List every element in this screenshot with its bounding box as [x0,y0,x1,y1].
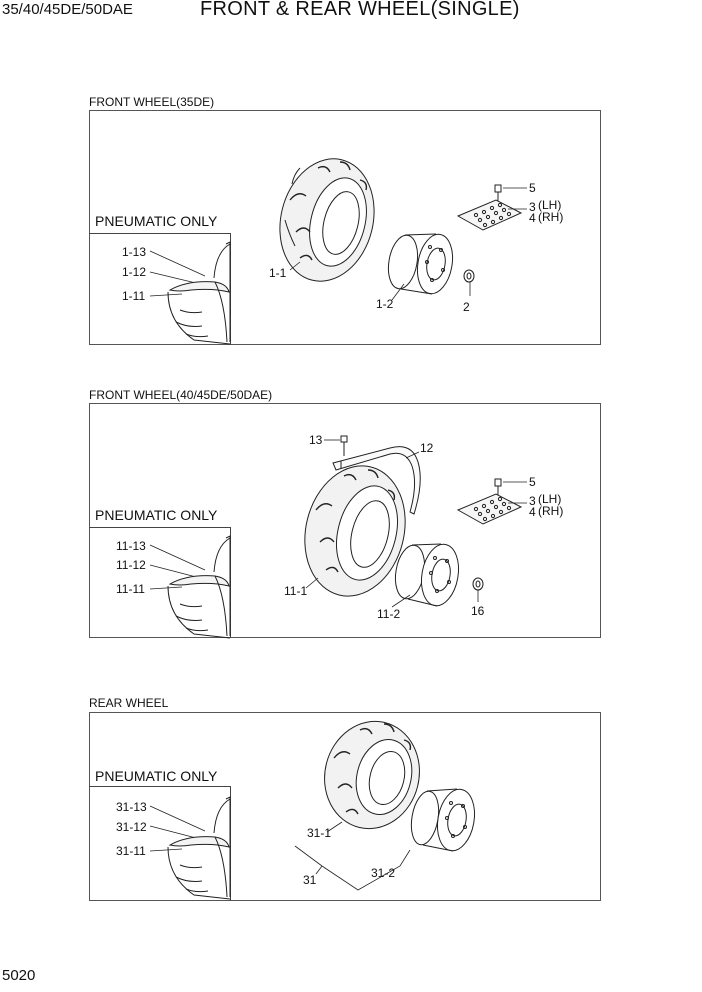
callout-11-12: 11-12 [116,558,146,572]
rim-31-2 [410,788,476,852]
model-code: 35/40/45DE/50DAE [2,1,133,18]
tire-31-1 [324,720,420,830]
callout-5: 5 [529,181,536,195]
section-label-front35: FRONT WHEEL(35DE) [89,95,215,109]
tire-section-detail-rear [167,796,231,900]
pneumatic-label-front40: PNEUMATIC ONLY [95,507,218,523]
callout-3-side-b: (LH) [538,492,562,506]
bolt-13 [340,435,348,456]
callout-31-13: 31-13 [116,800,147,814]
callout-3-side: (LH) [538,198,562,212]
frame-front35 [89,110,601,345]
callout-4-side-b: (RH) [538,504,564,518]
rim-11-2 [394,543,460,607]
callout-12: 12 [420,441,434,455]
tire-1-1 [279,158,375,282]
tire-section-detail-front40 [167,535,231,639]
callout-2: 2 [463,300,470,314]
pneumatic-label-front35: PNEUMATIC ONLY [95,213,218,229]
callout-11-1: 11-1 [284,584,308,598]
callout-1-12: 1-12 [122,265,147,279]
callout-4-b: 4 [529,505,536,519]
tire-11-1 [304,465,406,597]
leaders-rear [149,805,411,891]
callout-3-b: 3 [529,494,536,508]
nut-2 [463,269,475,283]
rim-1-2 [387,233,454,295]
callout-4: 4 [529,211,536,225]
callout-1-1: 1-1 [269,266,287,280]
tire-section-detail-front35 [167,241,231,345]
valve-and-plate-front35 [456,184,523,231]
callout-1-2: 1-2 [376,297,394,311]
valve-and-plate-front40 [456,478,523,525]
callout-31-2: 31-2 [371,866,396,880]
callout-1-11: 1-11 [122,289,146,303]
frame-rear [89,712,601,901]
callout-13: 13 [309,433,323,447]
section-label-rear: REAR WHEEL [89,696,169,710]
callout-4-side: (RH) [538,210,564,224]
callout-5-b: 5 [529,475,536,489]
fender-12 [332,446,421,515]
section-label-front40: FRONT WHEEL(40/45DE/50DAE) [89,388,273,402]
callout-11-2: 11-2 [377,607,401,621]
callout-31-12: 31-12 [116,820,147,834]
leaders-front40 [149,439,527,608]
frame-front40 [89,403,601,638]
callout-16: 16 [471,604,485,618]
callout-3: 3 [529,200,536,214]
callout-1-13: 1-13 [122,245,147,259]
callout-31: 31 [303,873,317,887]
callout-31-11: 31-11 [116,844,146,858]
callout-11-13: 11-13 [116,539,146,553]
nut-16 [472,577,484,591]
callout-11-11: 11-11 [116,582,145,596]
pneumatic-label-rear: PNEUMATIC ONLY [95,768,218,784]
leaders-front35 [149,187,527,301]
page-number: 5020 [2,967,36,984]
callout-31-1: 31-1 [307,826,332,840]
page-title: FRONT & REAR WHEEL(SINGLE) [200,0,520,20]
